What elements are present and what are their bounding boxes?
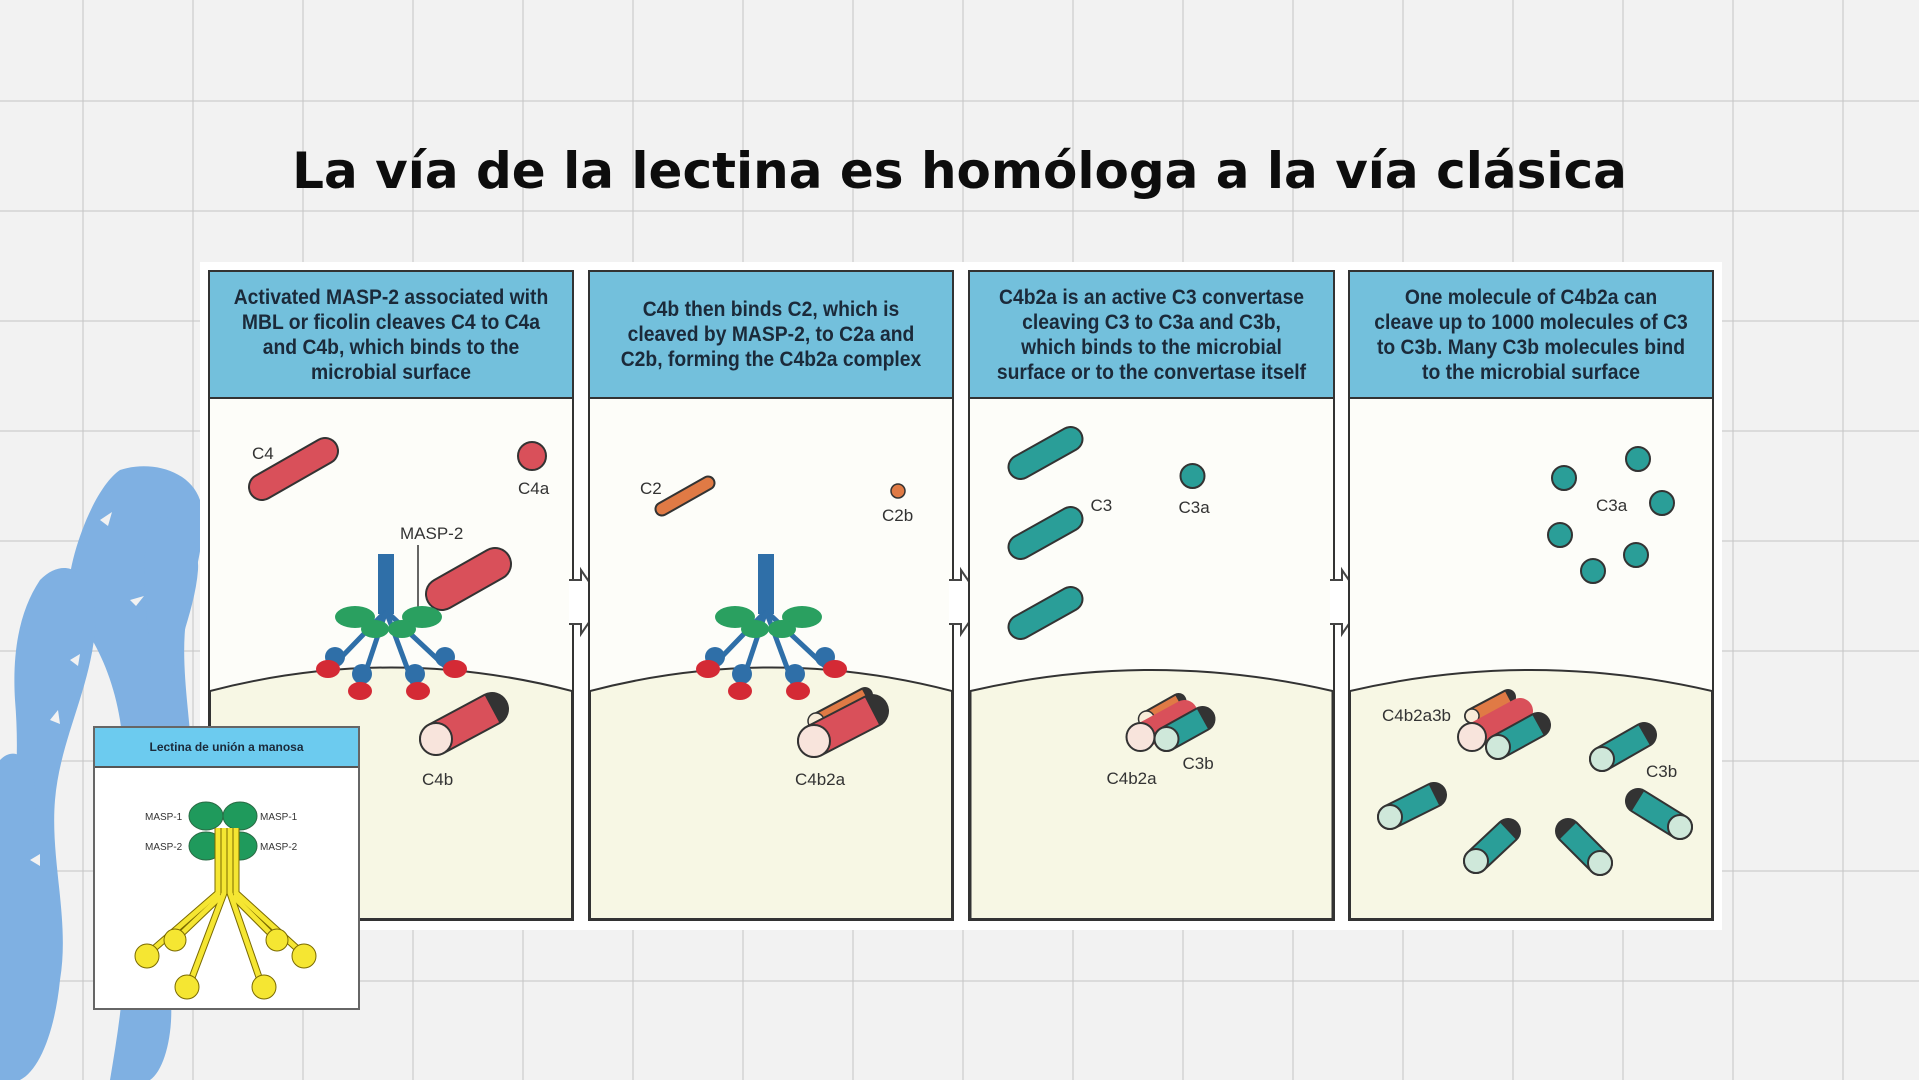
label-c3b: C3b bbox=[1183, 754, 1214, 773]
panel-3: C4b2a is an active C3 convertase cleavin… bbox=[968, 270, 1335, 921]
panel-3-illustration: C3 C3a C3b C4b2a bbox=[970, 399, 1333, 919]
c4-molecule-icon bbox=[248, 437, 339, 501]
c3a-fragments-icon bbox=[1547, 446, 1675, 584]
label-masp2-left: MASP-2 bbox=[145, 842, 183, 853]
c3-molecules-icon bbox=[1007, 426, 1084, 640]
label-c2: C2 bbox=[640, 479, 662, 498]
c3a-fragment-icon bbox=[1179, 463, 1206, 489]
label-masp2-right: MASP-2 bbox=[260, 842, 298, 853]
label-c4b: C4b bbox=[422, 770, 453, 789]
c4b2a3b-complex-icon bbox=[1125, 693, 1216, 752]
panel-4-illustration: C3a C4b2a3b bbox=[1350, 399, 1712, 919]
label-c3: C3 bbox=[1091, 496, 1113, 515]
panel-4-header: One molecule of C4b2a can cleave up to 1… bbox=[1350, 272, 1712, 399]
mbl-inset-figure: Lectina de unión a manosa MASP-1 MASP-1 … bbox=[93, 726, 360, 1010]
c4b2a-complex-icon bbox=[797, 687, 889, 758]
slide-title: La vía de la lectina es homóloga a la ví… bbox=[292, 141, 1627, 200]
label-c3b: C3b bbox=[1646, 762, 1677, 781]
panel-2-header: C4b then binds C2, which is cleaved by M… bbox=[590, 272, 952, 399]
c4-bound-molecule-icon bbox=[425, 547, 512, 611]
mbl-masp-complex-icon bbox=[316, 554, 467, 700]
c2-molecule-icon bbox=[654, 475, 716, 517]
label-masp1-left: MASP-1 bbox=[145, 812, 183, 823]
label-c4: C4 bbox=[252, 444, 274, 463]
lectin-pathway-figure: Activated MASP-2 associated with MBL or … bbox=[200, 262, 1722, 930]
c3b-bound-molecules-icon bbox=[1377, 722, 1693, 876]
c2b-fragment-icon bbox=[890, 483, 906, 499]
panel-1-header: Activated MASP-2 associated with MBL or … bbox=[210, 272, 572, 399]
panel-2: C4b then binds C2, which is cleaved by M… bbox=[588, 270, 954, 921]
c4a-fragment-icon bbox=[517, 441, 547, 471]
label-c3a: C3a bbox=[1179, 498, 1211, 517]
panel-3-header-text: C4b2a is an active C3 convertase cleavin… bbox=[996, 285, 1307, 384]
label-c4a: C4a bbox=[518, 479, 550, 498]
label-c4b2a: C4b2a bbox=[1107, 769, 1158, 788]
panel-3-header: C4b2a is an active C3 convertase cleavin… bbox=[970, 272, 1333, 399]
mbl-masp-complex-icon bbox=[696, 554, 847, 700]
label-c4b2a: C4b2a bbox=[795, 770, 846, 789]
panel-1: Activated MASP-2 associated with MBL or … bbox=[208, 270, 574, 921]
label-c3a: C3a bbox=[1596, 496, 1628, 515]
panel-4-header-text: One molecule of C4b2a can cleave up to 1… bbox=[1374, 285, 1688, 384]
panel-2-illustration: C2 C2b bbox=[590, 399, 952, 919]
inset-header: Lectina de unión a manosa bbox=[95, 728, 358, 768]
panel-4: One molecule of C4b2a can cleave up to 1… bbox=[1348, 270, 1714, 921]
label-c2b: C2b bbox=[882, 506, 913, 525]
panel-2-header-text: C4b then binds C2, which is cleaved by M… bbox=[620, 298, 922, 371]
label-c4b2a3b: C4b2a3b bbox=[1382, 706, 1451, 725]
panel-1-header-text: Activated MASP-2 associated with MBL or … bbox=[233, 285, 549, 384]
label-masp1-right: MASP-1 bbox=[260, 812, 298, 823]
c4b-bound-molecule-icon bbox=[419, 692, 509, 756]
inset-title: Lectina de unión a manosa bbox=[149, 740, 304, 754]
mbl-structure-icon: MASP-1 MASP-1 MASP-2 MASP-2 bbox=[134, 801, 317, 1000]
c4b2a3b-complex-icon bbox=[1457, 689, 1551, 760]
label-masp2: MASP-2 bbox=[400, 524, 463, 543]
